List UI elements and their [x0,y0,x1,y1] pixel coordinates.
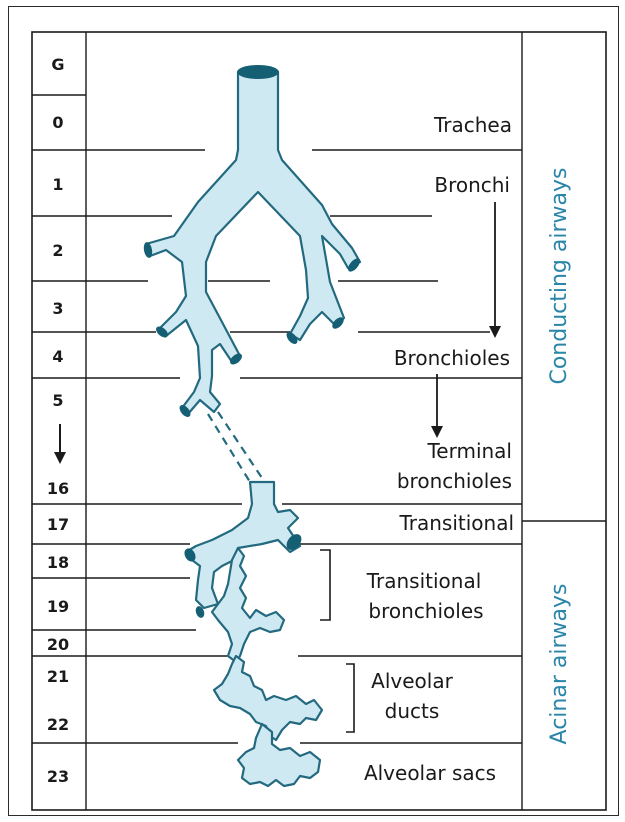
label-transitional-bronchioles-line2: bronchioles [368,599,483,623]
bronchioles-arrow [431,374,443,438]
label-alveolar-ducts-line2: ducts [385,699,440,723]
label-transitional-bronchioles-line1: Transitional [366,569,482,593]
generation-19: 19 [47,597,69,616]
generation-17: 17 [47,515,69,534]
generation-23: 23 [47,767,69,786]
generation-2: 2 [52,241,63,260]
generation-0: 0 [52,113,63,132]
label-terminal-line2: bronchioles [397,469,512,493]
bronchi-arrow [489,202,501,338]
label-trachea: Trachea [433,113,512,137]
label-alveolar-sacs: Alveolar sacs [364,761,496,785]
zone-conducting-airways: Conducting airways [547,167,572,384]
dashed-continuation [218,412,262,478]
generation-22: 22 [47,715,69,734]
generation-range-arrow [54,424,66,464]
generation-16: 16 [47,479,69,498]
generation-3: 3 [52,299,63,318]
bracket-alveolar-ducts [346,664,354,732]
label-bronchioles: Bronchioles [394,346,510,370]
generation-header: G [51,55,64,74]
generation-4: 4 [52,347,63,366]
generation-21: 21 [47,667,69,686]
table-border [32,32,606,810]
bracket-transitional-bronchioles [320,550,330,620]
label-bronchi: Bronchi [434,173,510,197]
label-transitional: Transitional [398,511,514,535]
label-terminal-line1: Terminal [426,439,512,463]
generation-1: 1 [52,175,63,194]
airway-tree-illustration [143,65,363,786]
generation-18: 18 [47,553,69,572]
zone-acinar-airways: Acinar airways [547,584,572,745]
label-alveolar-ducts-line1: Alveolar [371,669,453,693]
generation-5: 5 [52,391,63,410]
generation-20: 20 [47,635,69,654]
